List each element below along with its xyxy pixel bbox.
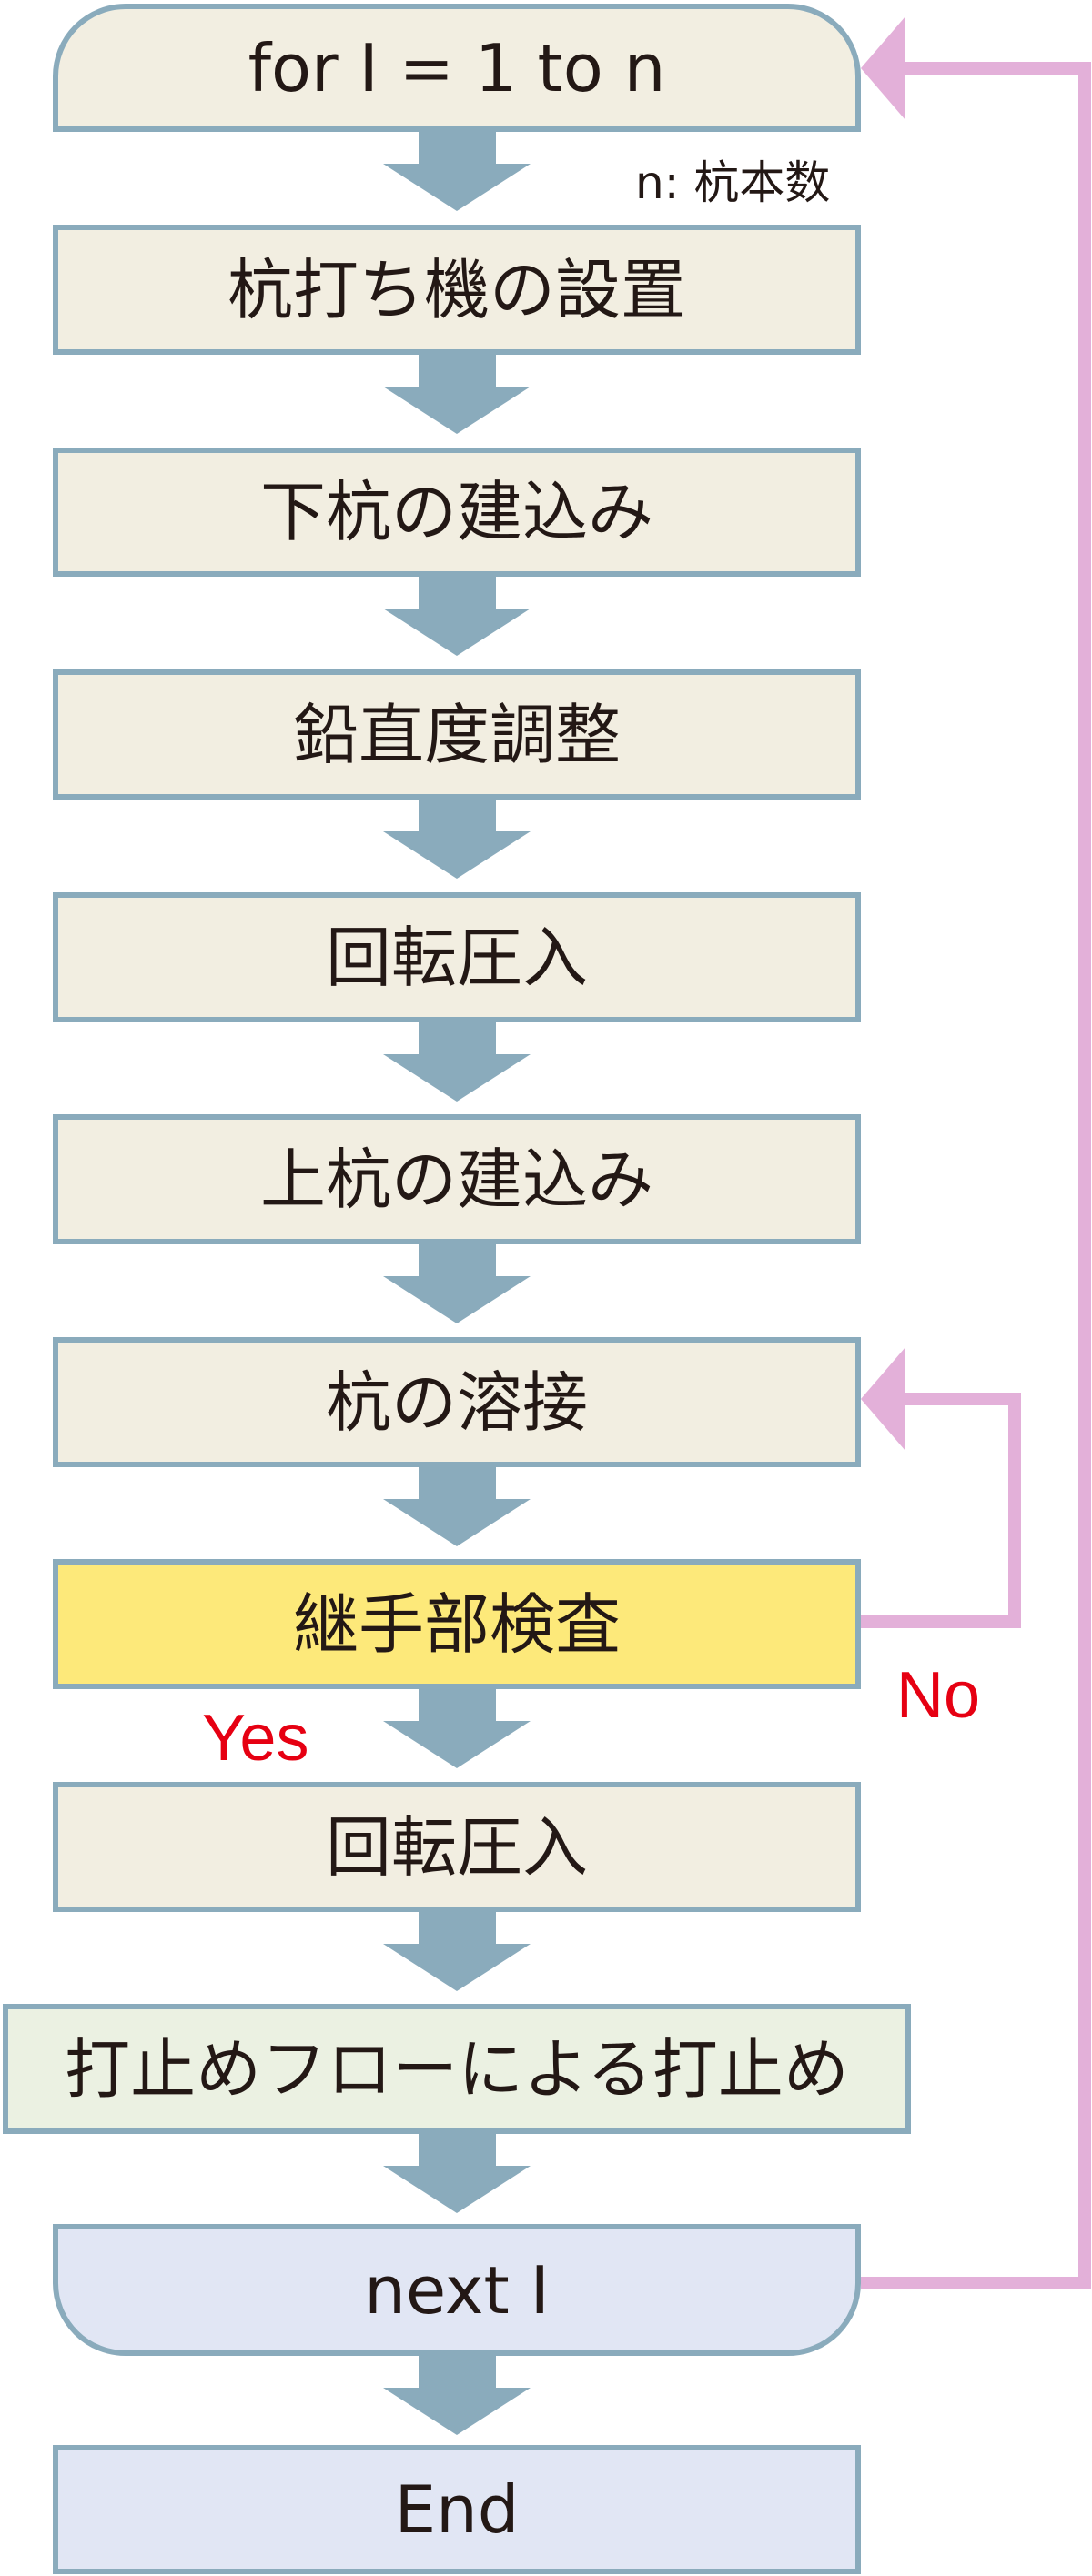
flow-arrow-9 xyxy=(383,1912,531,1991)
step-box-upper-pile-erection: 上杭の建込み xyxy=(53,1114,861,1244)
step-box-verticality-adjustment: 鉛直度調整 xyxy=(53,669,861,800)
step-label: 杭打ち機の設置 xyxy=(227,251,686,328)
step-label: 上杭の建込み xyxy=(259,1141,653,1218)
loop-back-arrow xyxy=(861,62,1091,2289)
step-label: 継手部検査 xyxy=(292,1585,621,1663)
step-label: 鉛直度調整 xyxy=(292,696,621,773)
loop-end-box: next I xyxy=(53,2224,861,2356)
branch-label-yes: Yes xyxy=(202,1702,309,1775)
no-branch-arrowhead xyxy=(861,1347,905,1451)
step-label: 下杭の建込み xyxy=(259,474,653,550)
loop-start-box: for I = 1 to n xyxy=(53,4,861,132)
loop-back-arrowhead xyxy=(861,16,905,120)
step-box-pile-welding: 杭の溶接 xyxy=(53,1337,861,1467)
flow-arrow-2 xyxy=(383,355,531,434)
flow-arrow-10 xyxy=(383,2134,531,2213)
end-box: End xyxy=(53,2445,861,2574)
step-label: 回転圧入 xyxy=(325,1808,588,1886)
pile-count-note: n: 杭本数 xyxy=(635,156,831,209)
end-label: End xyxy=(394,2471,520,2548)
flow-arrow-8 xyxy=(383,1689,531,1768)
step-box-joint-inspection: 継手部検査 xyxy=(53,1559,861,1689)
step-box-rotary-press-in-2: 回転圧入 xyxy=(53,1782,861,1912)
step-box-pile-driver-setup: 杭打ち機の設置 xyxy=(53,225,861,355)
step-box-rotary-press-in-1: 回転圧入 xyxy=(53,892,861,1022)
step-box-lower-pile-erection: 下杭の建込み xyxy=(53,448,861,577)
step-box-stop-by-flow: 打止めフローによる打止め xyxy=(3,2004,911,2134)
loop-end-label: next I xyxy=(364,2251,550,2329)
flow-arrow-11 xyxy=(383,2356,531,2435)
step-label: 回転圧入 xyxy=(325,919,588,996)
loop-start-label: for I = 1 to n xyxy=(248,29,666,106)
flow-arrow-5 xyxy=(383,1022,531,1102)
flow-arrow-4 xyxy=(383,800,531,879)
no-branch-arrow xyxy=(861,1393,1021,1628)
flow-arrow-7 xyxy=(383,1467,531,1546)
flow-arrow-3 xyxy=(383,577,531,656)
flow-arrow-1 xyxy=(383,132,531,211)
step-label: 杭の溶接 xyxy=(325,1363,588,1441)
flow-arrow-6 xyxy=(383,1244,531,1323)
step-label: 打止めフローによる打止め xyxy=(65,2030,849,2108)
branch-label-no: No xyxy=(896,1659,981,1732)
